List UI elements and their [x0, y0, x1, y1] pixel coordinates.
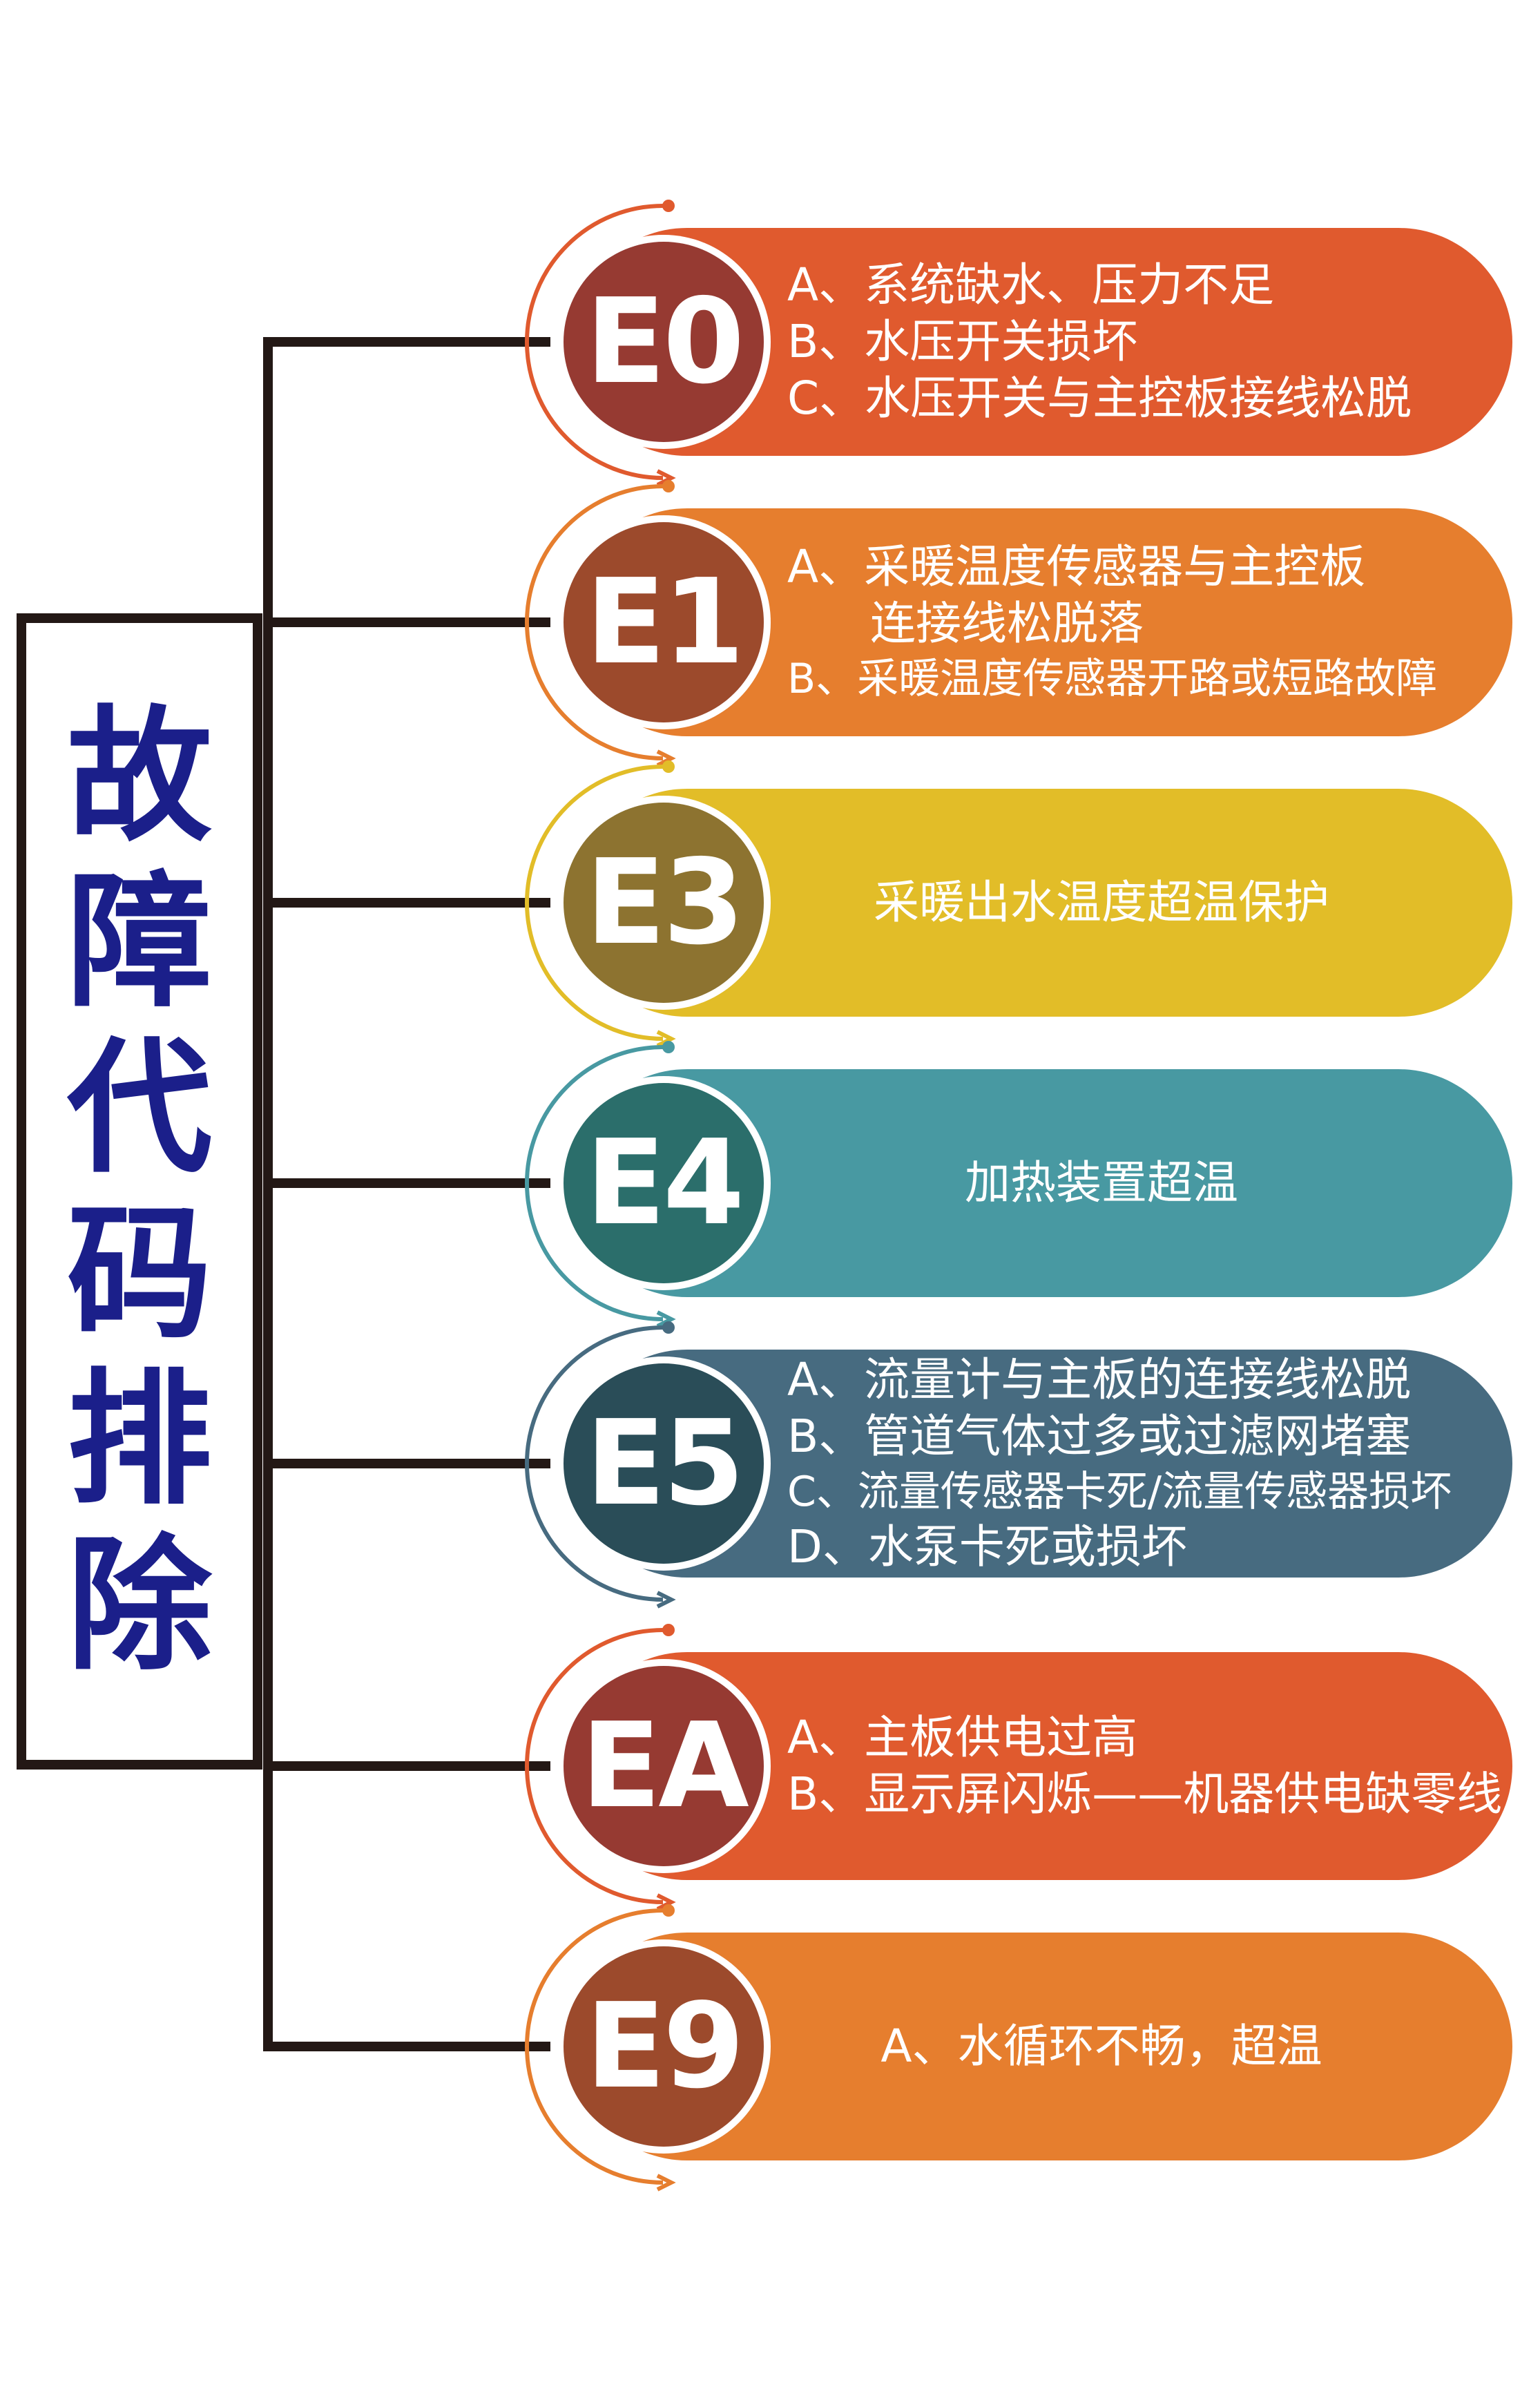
fault-description: A、水循环不畅，超温 [787, 1933, 1499, 2160]
code-badge: E4 [564, 1083, 764, 1283]
code-badge-ring: E3 [557, 796, 771, 1010]
code-badge: E0 [564, 242, 764, 442]
fault-description-line: B、显示屏闪烁——机器供电缺零线 [787, 1767, 1503, 1821]
fault-code: E4 [585, 1115, 744, 1252]
fault-description-line: A、采暖温度传感器与主控板 [787, 540, 1366, 593]
fault-description-line: D、水泵卡死或损坏 [787, 1520, 1187, 1573]
title-char: 代 [66, 1024, 212, 1193]
code-badge-ring: E1 [557, 515, 771, 729]
title-box: 故 障 代 码 排 除 [17, 613, 262, 1770]
decorative-arc-icon [525, 1904, 676, 2192]
title-char: 障 [66, 858, 212, 1027]
fault-code: E0 [585, 274, 744, 410]
fault-description-line: A、水循环不畅，超温 [880, 2020, 1322, 2073]
code-badge-ring: E5 [557, 1357, 771, 1571]
code-badge-ring: E0 [557, 235, 771, 449]
code-badge: E3 [564, 803, 764, 1003]
fault-description-line: 采暖出水温度超温保护 [874, 876, 1329, 929]
fault-description-line: 连接线松脱落 [870, 597, 1144, 650]
decorative-arc-icon [525, 1321, 676, 1609]
fault-code: E3 [585, 834, 744, 971]
title-char: 除 [66, 1521, 212, 1690]
fault-row-e4: E4 加热装置超温 [525, 1041, 1512, 1328]
fault-code: E5 [585, 1395, 744, 1532]
fault-code: EA [581, 1698, 749, 1834]
title-char: 排 [66, 1355, 212, 1524]
fault-row-e9: E9 A、水循环不畅，超温 [525, 1904, 1512, 2192]
fault-description-line: B、采暖温度传感器开路或短路故障 [787, 655, 1438, 703]
decorative-arc-icon [525, 1041, 676, 1328]
title-char: 码 [66, 1189, 212, 1359]
decorative-arc-icon [525, 200, 676, 487]
fault-description-line: A、系统缺水、压力不足 [787, 258, 1275, 311]
fault-code: E1 [585, 554, 744, 691]
fault-description-line: A、流量计与主板的连接线松脱 [787, 1353, 1412, 1406]
fault-description-line: B、管道气体过多或过滤网堵塞 [787, 1410, 1412, 1463]
fault-description-line: C、流量传感器卡死/流量传感器损坏 [787, 1468, 1452, 1516]
decorative-arc-icon [525, 480, 676, 767]
title-char: 故 [66, 692, 212, 861]
fault-row-e3: E3 采暖出水温度超温保护 [525, 760, 1512, 1048]
code-badge-ring: EA [557, 1659, 771, 1873]
code-badge: E5 [564, 1363, 764, 1564]
fault-description-line: 加热装置超温 [965, 1156, 1238, 1209]
fault-description: 加热装置超温 [787, 1069, 1499, 1297]
fault-description-line: B、水压开关损坏 [787, 315, 1138, 368]
decorative-arc-icon [525, 1624, 676, 1911]
code-badge: E1 [564, 522, 764, 722]
fault-description-line: C、水压开关与主控板接线松脱 [787, 372, 1412, 425]
fault-description-line: A、主板供电过高 [787, 1711, 1138, 1764]
code-badge: EA [564, 1666, 764, 1866]
fault-code: E9 [585, 1978, 744, 2115]
fault-description: A、采暖温度传感器与主控板连接线松脱落 B、采暖温度传感器开路或短路故障 [787, 508, 1499, 736]
code-badge: E9 [564, 1946, 764, 2147]
fault-row-e1: E1 A、采暖温度传感器与主控板连接线松脱落 B、采暖温度传感器开路或短路故障 [525, 480, 1512, 767]
code-badge-ring: E4 [557, 1076, 771, 1290]
code-badge-ring: E9 [557, 1939, 771, 2154]
decorative-arc-icon [525, 760, 676, 1048]
fault-description: 采暖出水温度超温保护 [787, 789, 1499, 1017]
